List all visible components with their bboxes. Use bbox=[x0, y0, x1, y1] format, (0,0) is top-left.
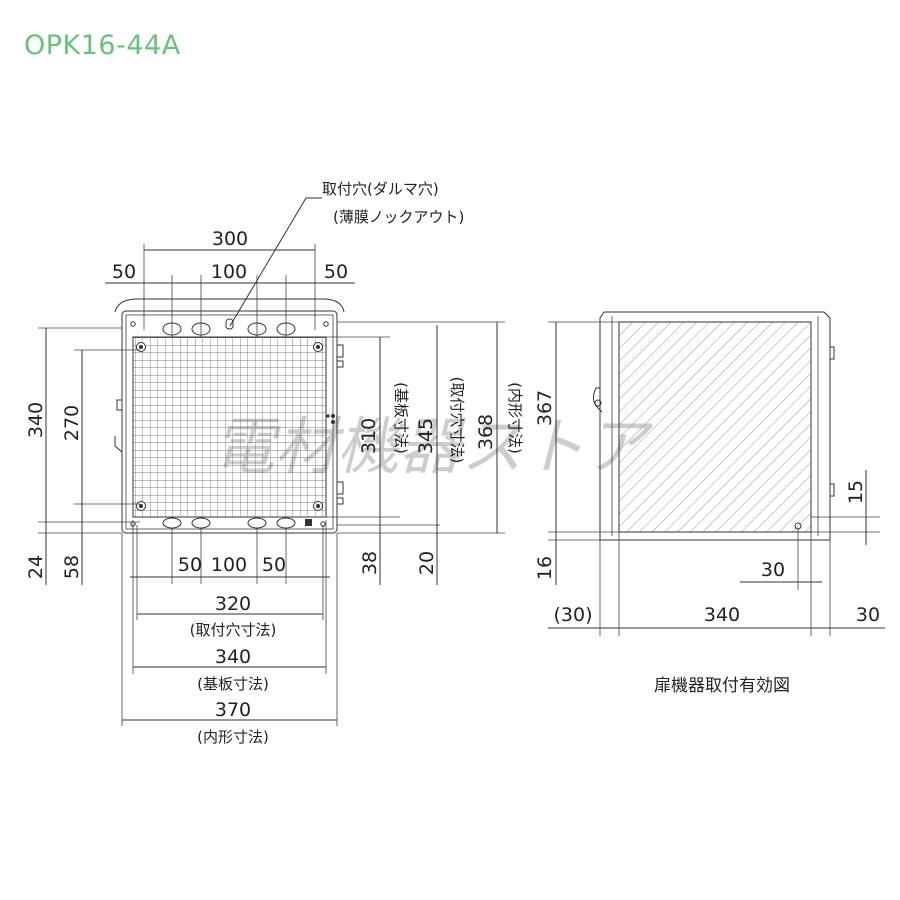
dim-368: 368 bbox=[475, 414, 497, 450]
dim-367: 367 bbox=[534, 390, 556, 426]
effective-mounting-area bbox=[618, 321, 812, 533]
dim-bottom-100: 100 bbox=[211, 554, 247, 576]
bottom-dimensions: 50 100 50 320 (取付穴寸法) 340 (基板寸法) 370 (内形… bbox=[121, 520, 338, 746]
mounting-board bbox=[132, 336, 327, 518]
dim-300: 300 bbox=[212, 228, 248, 250]
model-number: OPK16-44A bbox=[24, 30, 181, 61]
dim-340-side: 340 bbox=[704, 604, 740, 626]
dim-24: 24 bbox=[25, 555, 47, 579]
top-dimensions: 300 50 100 50 bbox=[105, 228, 355, 338]
dim-340-left: 340 bbox=[25, 402, 47, 438]
latch bbox=[114, 399, 123, 453]
dim-15: 15 bbox=[845, 480, 867, 504]
dim-370: 370 bbox=[215, 699, 251, 721]
callout-line1: 取付穴(ダルマ穴) bbox=[322, 180, 439, 198]
dim-310: 310 bbox=[358, 418, 380, 454]
dim-340-bottom: 340 bbox=[215, 646, 251, 668]
dim-30: 30 bbox=[761, 559, 785, 581]
dim-345-note: (取付穴寸法) bbox=[448, 377, 466, 464]
dim-top-50-left: 50 bbox=[112, 261, 136, 283]
dim-30-paren: (30) bbox=[553, 604, 592, 626]
dim-16: 16 bbox=[534, 556, 556, 580]
dim-38: 38 bbox=[359, 551, 381, 575]
dim-310-note: (基板寸法) bbox=[392, 382, 410, 454]
board-screws bbox=[136, 342, 323, 511]
door-view: 367 16 15 30 (30) 340 30 扉機器取付有効図 bbox=[534, 311, 885, 696]
hinges bbox=[326, 344, 344, 505]
left-dimensions: 340 270 24 58 bbox=[25, 327, 140, 585]
dim-58: 58 bbox=[61, 555, 83, 579]
mounting-hole-callout: 取付穴(ダルマ穴) (薄膜ノックアウト) bbox=[229, 180, 464, 327]
dim-bottom-50-right: 50 bbox=[262, 554, 286, 576]
dim-320: 320 bbox=[215, 593, 251, 615]
dim-30-right: 30 bbox=[856, 604, 880, 626]
dim-270: 270 bbox=[61, 405, 83, 441]
dim-368-note: (内形寸法) bbox=[506, 382, 524, 454]
right-dimensions: 310 (基板寸法) 345 (取付穴寸法) 368 (内形寸法) 38 20 bbox=[326, 321, 524, 585]
dim-20: 20 bbox=[416, 551, 438, 575]
dim-top-50-right: 50 bbox=[324, 261, 348, 283]
knockouts-top bbox=[130, 318, 329, 336]
front-view: 300 50 100 50 取付穴(ダルマ穴) (薄膜ノックアウト) 340 2… bbox=[25, 180, 524, 746]
callout-line2: (薄膜ノックアウト) bbox=[333, 208, 464, 226]
dim-345: 345 bbox=[415, 418, 437, 454]
dim-370-note: (内形寸法) bbox=[197, 728, 269, 746]
door-view-caption: 扉機器取付有効図 bbox=[654, 676, 790, 696]
dim-bottom-50-left: 50 bbox=[178, 554, 202, 576]
knockouts-bottom bbox=[130, 517, 326, 529]
dim-320-note: (取付穴寸法) bbox=[190, 621, 277, 639]
dim-top-100: 100 bbox=[211, 261, 247, 283]
door-handle bbox=[592, 387, 603, 413]
enclosure-outline bbox=[121, 310, 338, 534]
dim-340-note: (基板寸法) bbox=[197, 675, 269, 693]
